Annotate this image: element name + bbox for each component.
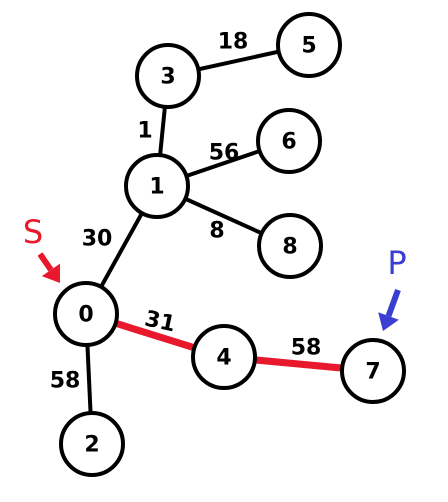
node-label-8: 8 (282, 235, 297, 260)
edge-weight-3-5: 18 (218, 30, 249, 55)
node-circle-7 (340, 338, 406, 404)
node-circle-2 (59, 411, 125, 477)
node-8: 8 (257, 213, 323, 279)
edge-weight-0-1: 30 (82, 227, 113, 252)
edge-weight-0-4: 31 (142, 307, 177, 338)
arrow-shaft (385, 288, 401, 318)
node-label-5: 5 (301, 34, 316, 59)
start-marker-label: S (23, 213, 43, 251)
node-label-7: 7 (365, 360, 380, 385)
node-circle-5 (276, 12, 342, 78)
edge-weight-1-3: 1 (137, 119, 152, 144)
node-label-4: 4 (216, 346, 231, 371)
node-label-0: 0 (78, 303, 93, 328)
node-label-1: 1 (149, 175, 164, 200)
node-3: 3 (135, 43, 201, 109)
edge-weight-1-6: 56 (209, 141, 240, 166)
node-circle-3 (135, 43, 201, 109)
node-label-3: 3 (160, 65, 175, 90)
node-4: 4 (191, 324, 257, 390)
end-arrow-icon (378, 288, 401, 331)
node-circle-1 (124, 153, 190, 219)
markers-layer: S P (23, 213, 407, 331)
node-5: 5 (276, 12, 342, 78)
arrow-head (378, 312, 399, 331)
node-circle-6 (256, 108, 322, 174)
arrow-head (41, 263, 60, 283)
node-label-2: 2 (84, 433, 99, 458)
arrow-shaft (37, 252, 54, 272)
node-circle-4 (191, 324, 257, 390)
node-circle-8 (257, 213, 323, 279)
node-6: 6 (256, 108, 322, 174)
start-arrow-icon (37, 252, 60, 283)
edge-weight-0-2: 58 (50, 369, 81, 394)
node-label-6: 6 (281, 130, 296, 155)
end-marker-label: P (387, 244, 406, 282)
edge-weight-1-8: 8 (209, 219, 224, 244)
node-7: 7 (340, 338, 406, 404)
node-2: 2 (59, 411, 125, 477)
node-circle-0 (53, 281, 119, 347)
node-0: 0 (53, 281, 119, 347)
node-1: 1 (124, 153, 190, 219)
edge-weight-4-7: 58 (291, 336, 322, 361)
